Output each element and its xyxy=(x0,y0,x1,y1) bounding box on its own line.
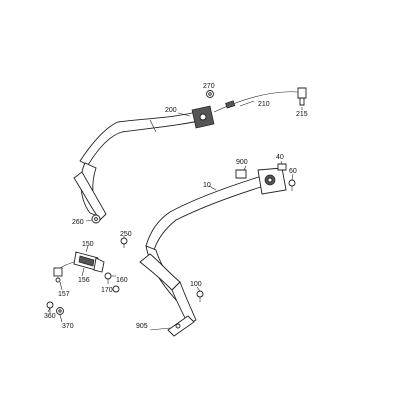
label-270: 270 xyxy=(203,83,215,90)
anchor-plate-905 xyxy=(167,315,195,337)
label-215: 215 xyxy=(296,111,308,118)
label-157: 157 xyxy=(58,291,70,298)
label-250: 250 xyxy=(120,231,132,238)
bolts-160-170 xyxy=(104,272,120,293)
label-200: 200 xyxy=(165,107,177,114)
bolt-250 xyxy=(120,237,128,248)
label-900: 900 xyxy=(236,159,248,166)
nut-270 xyxy=(206,90,214,98)
label-170: 170 xyxy=(101,287,113,294)
main-belt-strap xyxy=(139,175,265,325)
label-905: 905 xyxy=(136,323,148,330)
belt-retractor-200 xyxy=(191,105,215,129)
label-10: 10 xyxy=(203,182,211,189)
nut-370 xyxy=(56,307,64,315)
cable-210 xyxy=(213,87,307,113)
label-100: 100 xyxy=(190,281,202,288)
label-60: 60 xyxy=(289,168,297,175)
label-260: 260 xyxy=(72,219,84,226)
label-156: 156 xyxy=(78,277,90,284)
leader-lines xyxy=(47,90,303,331)
bolt-100 xyxy=(196,290,204,302)
retractor-assembly-40 xyxy=(235,163,296,195)
label-40: 40 xyxy=(276,154,284,161)
anchor-260 xyxy=(91,214,101,224)
buckle-assembly-150 xyxy=(53,251,105,283)
label-160: 160 xyxy=(116,277,128,284)
label-360: 360 xyxy=(44,313,56,320)
bolt-360 xyxy=(46,301,54,313)
label-150: 150 xyxy=(82,241,94,248)
label-210: 210 xyxy=(258,101,270,108)
label-370: 370 xyxy=(62,323,74,330)
upper-belt-strap xyxy=(73,109,209,221)
